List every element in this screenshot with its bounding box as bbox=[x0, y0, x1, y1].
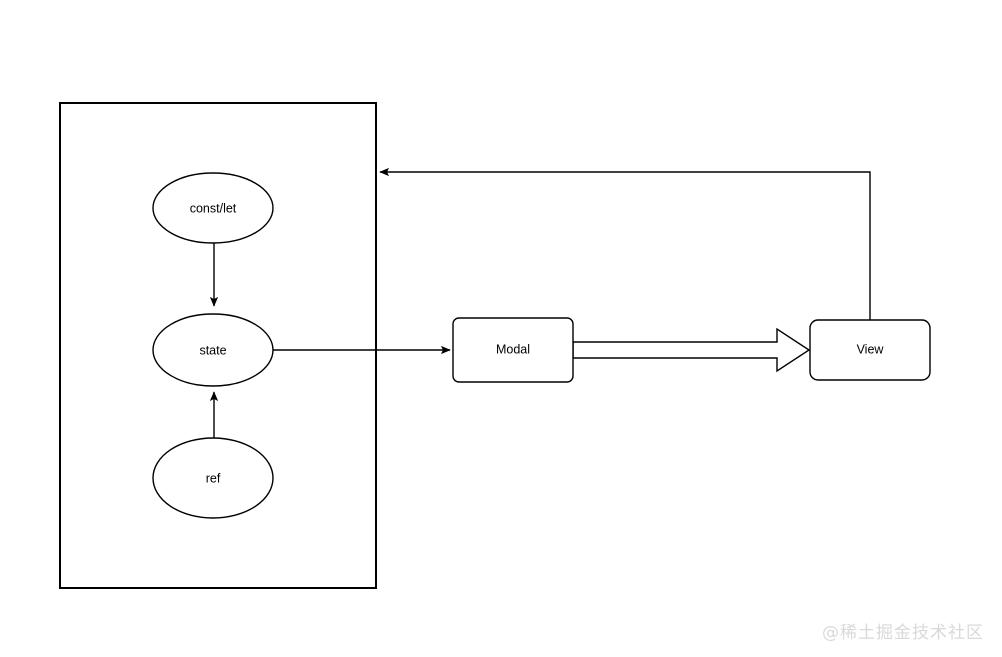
node-view[interactable] bbox=[809, 319, 931, 381]
node-modal-label: Modal bbox=[496, 342, 530, 356]
node-ref[interactable] bbox=[152, 437, 274, 519]
node-state-label: state bbox=[199, 343, 226, 357]
node-ref-label: ref bbox=[206, 471, 221, 485]
reactive-scope-container bbox=[59, 102, 377, 589]
edge-view-to-container-feedback bbox=[379, 167, 871, 320]
edge-modal-to-view-block-arrow bbox=[572, 327, 811, 373]
node-const-let-label: const/let bbox=[190, 201, 237, 215]
node-modal[interactable] bbox=[452, 317, 574, 383]
node-state[interactable] bbox=[152, 313, 274, 387]
node-view-label: View bbox=[857, 342, 885, 356]
watermark: @稀土掘金技术社区 bbox=[822, 623, 984, 643]
node-const-let[interactable] bbox=[152, 172, 274, 244]
